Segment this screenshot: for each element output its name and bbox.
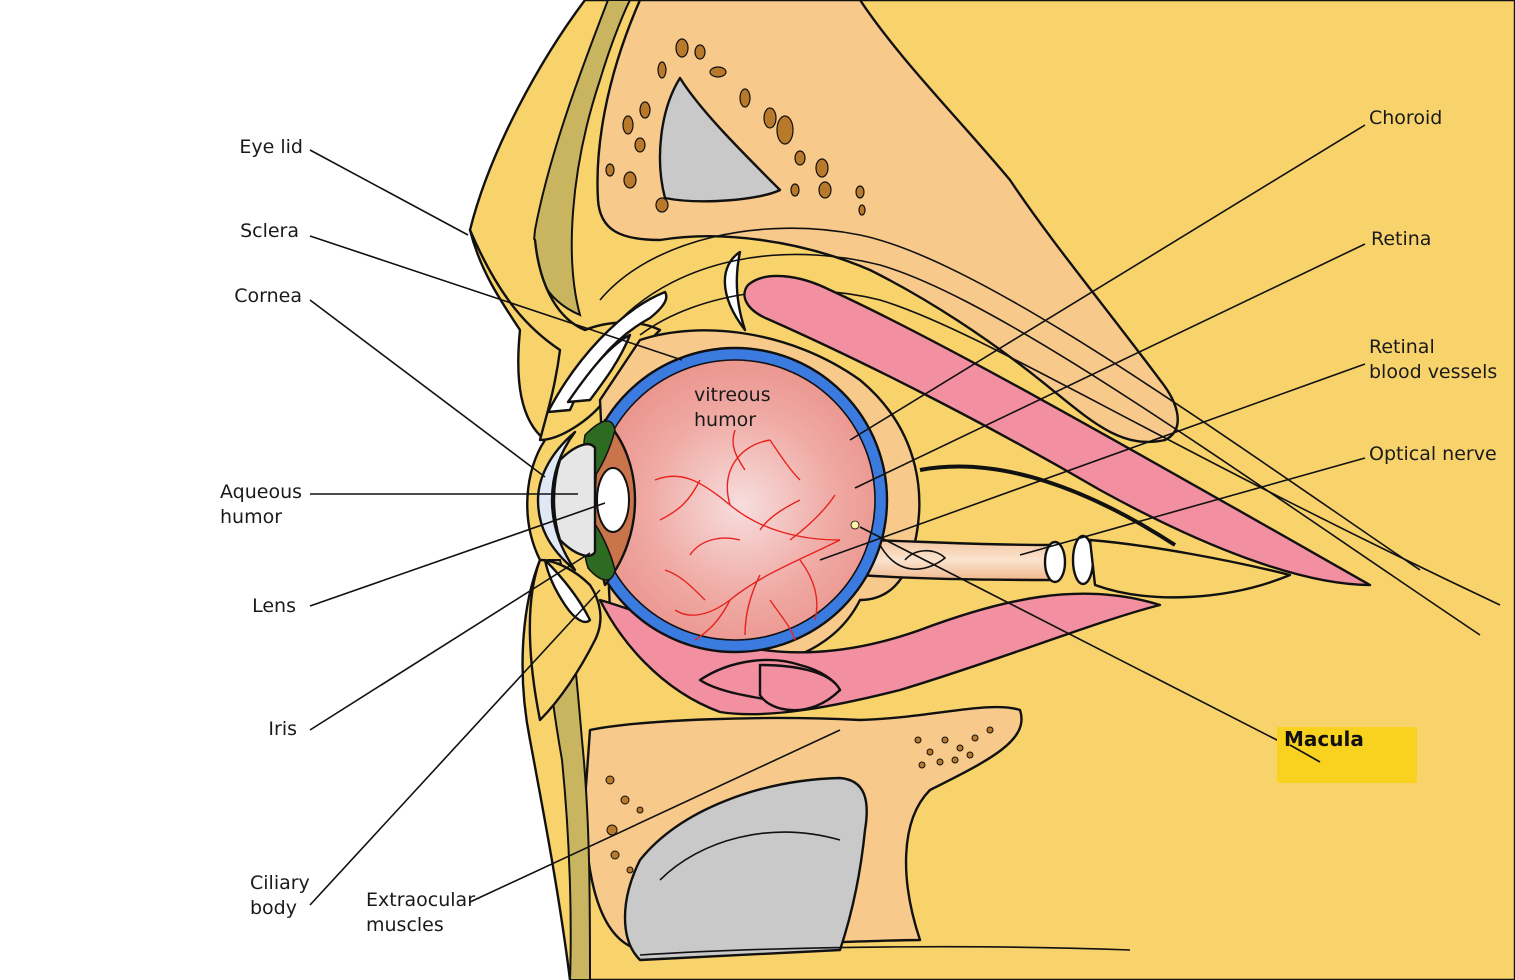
inferior-oblique-curl xyxy=(758,663,842,712)
orbit-layer-2 xyxy=(619,253,1481,636)
retinal-vessels xyxy=(654,429,841,641)
label-vitreous-1: vitreous xyxy=(694,384,771,406)
nerve-loop xyxy=(879,544,947,570)
macula-highlight xyxy=(1277,727,1417,783)
bone-texture-upper xyxy=(605,38,866,216)
macula-point xyxy=(850,520,860,530)
label-retina: Retina xyxy=(1371,228,1431,250)
label-aqueous-2: humor xyxy=(220,506,282,528)
orbit-layer-3 xyxy=(639,289,1501,606)
lower-eyelid xyxy=(528,558,602,722)
label-ciliary-1: Ciliary xyxy=(250,872,310,894)
bone-texture-lower xyxy=(605,726,994,874)
label-choroid: Choroid xyxy=(1369,107,1442,129)
orbit-layer-1 xyxy=(599,227,1421,571)
nerve-sheath xyxy=(1088,538,1292,599)
label-sclera: Sclera xyxy=(240,220,299,242)
orbital-fat-notch xyxy=(723,250,747,332)
label-vitreous-2: humor xyxy=(694,409,756,431)
macula-leader-tail xyxy=(1289,744,1321,763)
label-macula: Macula xyxy=(1284,727,1364,751)
frontal-bone xyxy=(596,0,1179,444)
aqueous-chamber xyxy=(552,443,597,557)
conjunctiva-upper-2 xyxy=(566,333,632,404)
label-aqueous-1: Aqueous xyxy=(220,481,302,503)
label-cornea: Cornea xyxy=(234,285,302,307)
label-ciliary-2: body xyxy=(250,897,297,919)
cornea xyxy=(536,430,577,572)
label-retinal-vessels-1: Retinal xyxy=(1369,336,1435,358)
label-extraocular-2: muscles xyxy=(366,914,444,936)
label-lens: Lens xyxy=(252,595,296,617)
leader-lines xyxy=(309,124,1366,906)
label-eye-lid: Eye lid xyxy=(239,136,303,158)
conjunctiva-lower xyxy=(543,558,592,624)
maxillary-sinus xyxy=(623,776,868,962)
cheek-line xyxy=(639,945,1131,956)
label-extraocular-1: Extraocular xyxy=(366,889,475,911)
eyelid-olive-upper xyxy=(533,0,632,317)
optic-nerve xyxy=(858,538,1057,582)
lens xyxy=(596,467,630,533)
label-optical-nerve: Optical nerve xyxy=(1369,443,1497,465)
superior-rectus-muscle xyxy=(743,274,1372,587)
nerve-line-thick xyxy=(919,464,1177,547)
label-iris: Iris xyxy=(268,718,297,740)
optic-nerve-end-1 xyxy=(1043,540,1067,584)
maxillary-sinus-inner xyxy=(659,831,841,881)
label-retinal-vessels-2: blood vessels xyxy=(1369,361,1497,383)
frontal-sinus xyxy=(658,76,782,203)
